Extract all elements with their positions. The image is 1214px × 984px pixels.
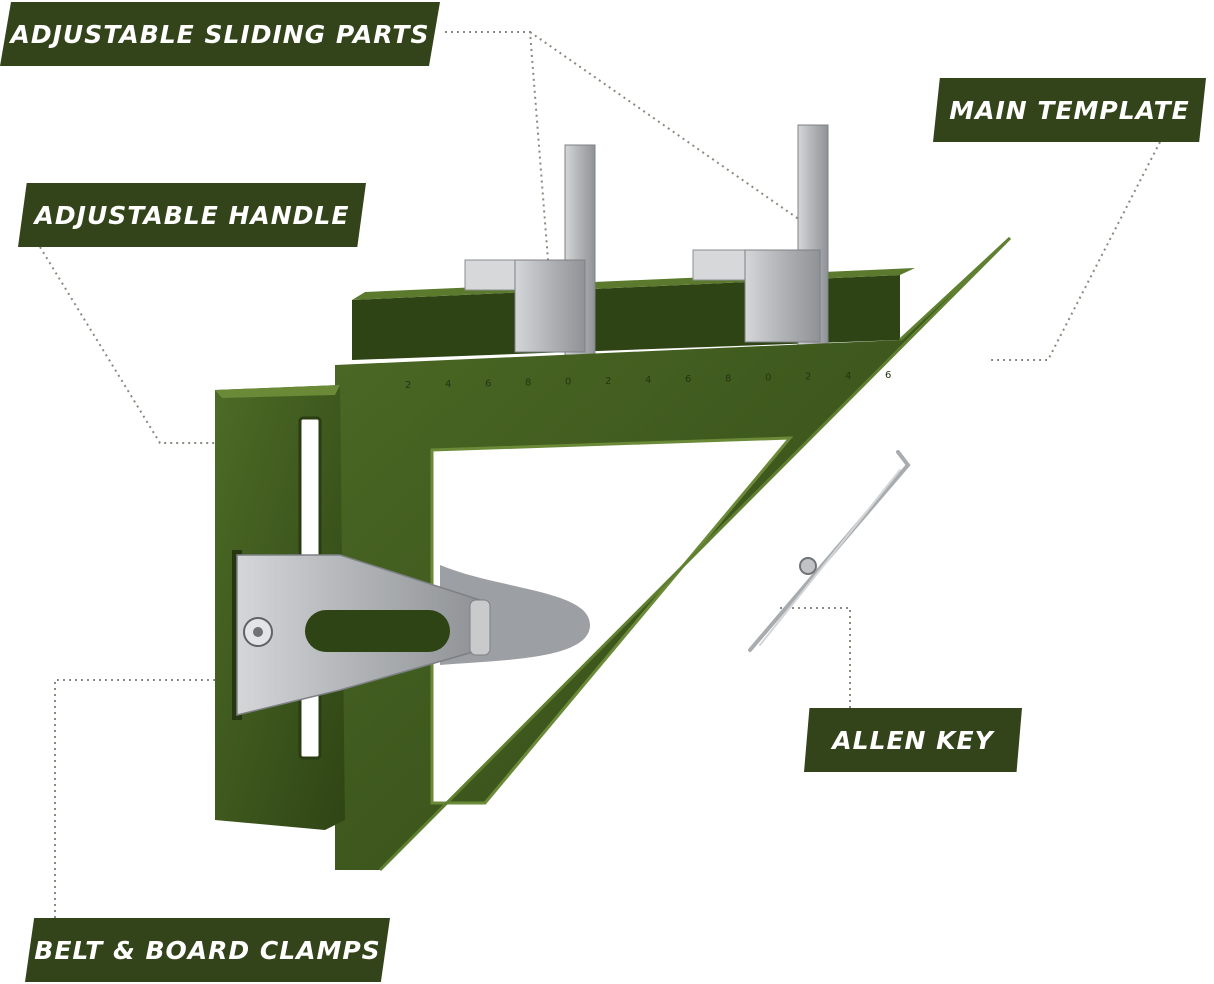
ruler-number: 4 <box>645 375 651 386</box>
leader-allen-key <box>780 607 851 708</box>
ruler-number: 2 <box>605 376 611 387</box>
logo-text-left: FAST'N <box>920 298 974 352</box>
ruler-number: 0 <box>765 373 771 384</box>
ruler-number: 8 <box>725 373 731 384</box>
leader-belt-clamps <box>54 679 335 918</box>
main-template-body <box>335 238 1010 870</box>
label-belt-board-clamps: Belt & Board Clamps <box>25 918 390 982</box>
leader-sliding-parts-left <box>445 31 549 261</box>
leader-main-template <box>990 141 1161 361</box>
ruler-number: 8 <box>525 378 531 389</box>
ruler-number: 2 <box>805 372 811 383</box>
leader-sliding-parts-right <box>529 31 801 221</box>
ruler-number: 4 <box>445 379 451 390</box>
label-adjustable-sliding-parts: Adjustable Sliding Parts <box>0 2 440 66</box>
sliding-part-1 <box>464 144 596 356</box>
label-adjustable-handle: Adjustable Handle <box>18 183 366 247</box>
allen-key <box>748 450 911 652</box>
ruler-ticks: 2 4 6 8 0 2 4 6 8 0 2 4 6 <box>405 370 891 391</box>
ruler-number: 0 <box>565 377 571 388</box>
ruler-number: 2 <box>405 380 411 391</box>
ruler-number: 4 <box>845 371 851 382</box>
leader-lines <box>39 31 1161 918</box>
label-main-template: Main Template <box>933 78 1206 142</box>
main-template-bevel <box>430 436 794 805</box>
sliding-part-2 <box>692 124 829 346</box>
ruler-number: 6 <box>885 370 891 381</box>
main-template-edge <box>378 236 1012 872</box>
leader-adjustable-handle <box>39 246 240 444</box>
ruler-number: 6 <box>685 374 691 385</box>
label-allen-key: Allen Key <box>804 708 1022 772</box>
ruler-number: 6 <box>485 378 491 389</box>
belt-clamp <box>236 554 590 716</box>
